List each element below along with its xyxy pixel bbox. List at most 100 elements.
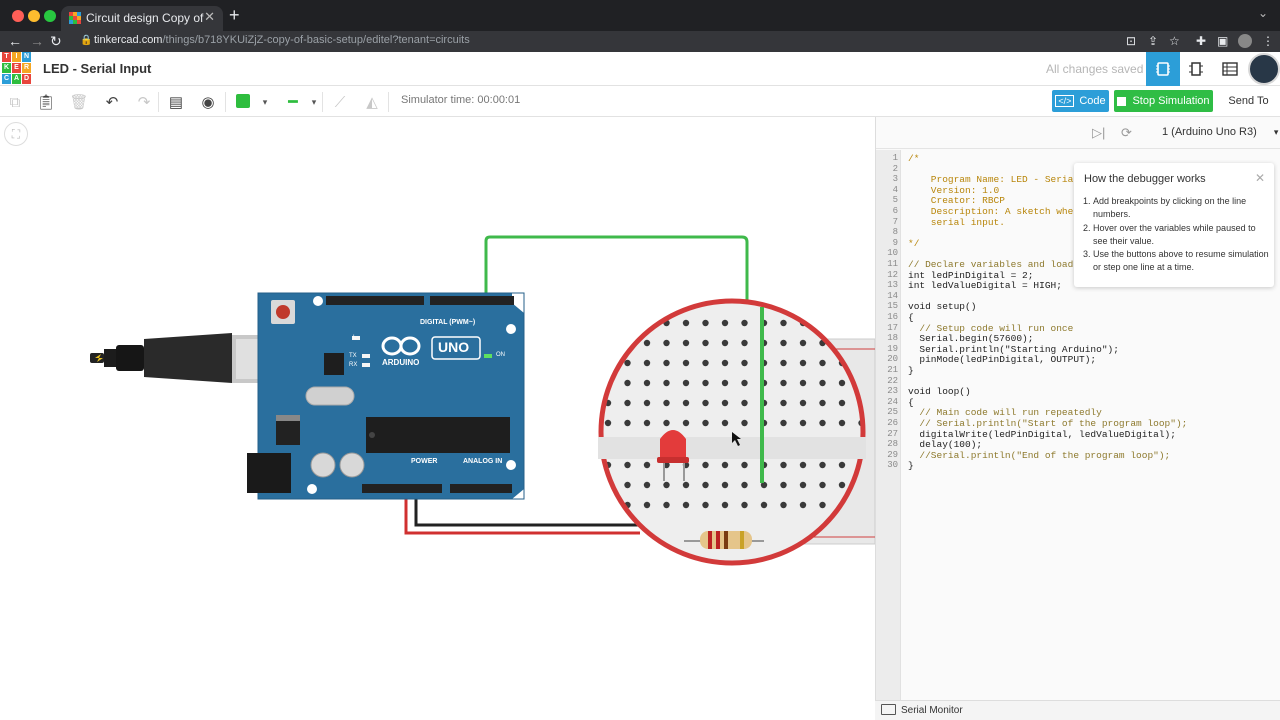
breadboard-hole[interactable] <box>702 399 709 407</box>
line-number[interactable]: 23 <box>887 386 898 397</box>
breadboard-hole[interactable] <box>838 419 846 427</box>
breadboard-hole[interactable] <box>663 379 670 387</box>
code-line[interactable]: { <box>908 312 914 323</box>
tinkercad-logo[interactable]: T I N K E R C A D <box>2 52 31 84</box>
paste-icon[interactable]: 📋︎ <box>36 94 56 111</box>
breadboard-hole[interactable] <box>604 339 612 347</box>
minimize-window-button[interactable] <box>28 10 40 22</box>
line-number[interactable]: 14 <box>887 290 898 301</box>
breadboard-hole[interactable] <box>780 399 787 407</box>
breadboard-hole[interactable] <box>819 481 826 489</box>
code-line[interactable]: /* <box>908 153 920 164</box>
line-number[interactable]: 9 <box>892 237 898 248</box>
tab-search-icon[interactable]: ⌄ <box>1257 6 1268 20</box>
code-line[interactable]: Program Name: LED - Serial <box>908 174 1080 186</box>
share-icon[interactable]: ⇪ <box>1148 34 1159 48</box>
red-wire[interactable] <box>404 489 640 535</box>
breadboard-hole[interactable] <box>702 461 709 469</box>
breadboard-hole[interactable] <box>663 339 670 347</box>
breadboard-hole[interactable] <box>741 319 748 327</box>
code-line[interactable]: digitalWrite(ledPinDigital, ledValueDigi… <box>908 428 1176 440</box>
code-line[interactable]: // Setup code will run once <box>908 322 1074 334</box>
line-number[interactable]: 2 <box>892 163 898 174</box>
breadboard-hole[interactable] <box>721 319 729 327</box>
breadboard-hole[interactable] <box>624 419 631 427</box>
line-number[interactable]: 3 <box>892 174 898 185</box>
breadboard-hole[interactable] <box>799 481 807 489</box>
reload-button[interactable]: ↻ <box>50 33 62 49</box>
breadboard-hole[interactable] <box>643 481 651 489</box>
step-over-icon[interactable]: ⟳ <box>1121 125 1132 140</box>
breadboard-hole[interactable] <box>760 501 768 509</box>
breadboard-hole[interactable] <box>760 379 768 387</box>
breadboard-hole[interactable] <box>780 419 787 427</box>
close-window-button[interactable] <box>12 10 24 22</box>
code-line[interactable]: Description: A sketch wher <box>908 206 1080 217</box>
breadboard-hole[interactable] <box>682 501 690 509</box>
breadboard-hole[interactable] <box>702 319 709 327</box>
breadboard-hole[interactable] <box>760 339 768 347</box>
breadboard-hole[interactable] <box>741 339 748 347</box>
breadboard-hole[interactable] <box>663 481 670 489</box>
breadboard-hole[interactable] <box>760 399 768 407</box>
breadboard-hole[interactable] <box>624 339 631 347</box>
breadboard-hole[interactable] <box>721 379 729 387</box>
code-line[interactable]: { <box>908 396 914 408</box>
breadboard-hole[interactable] <box>643 501 651 509</box>
breadboard-hole[interactable] <box>721 481 729 489</box>
breadboard-hole[interactable] <box>838 481 846 489</box>
line-number[interactable]: 30 <box>887 460 898 471</box>
breadboard-hole[interactable] <box>604 501 612 509</box>
line-number[interactable]: 6 <box>892 206 898 216</box>
line-number[interactable]: 21 <box>887 365 898 375</box>
extensions-icon[interactable]: ✚ <box>1196 34 1207 48</box>
forward-button[interactable]: → <box>30 33 44 49</box>
breadboard-hole[interactable] <box>682 339 690 347</box>
breadboard-hole[interactable] <box>682 359 690 367</box>
breadboard-hole[interactable] <box>682 461 690 469</box>
code-line[interactable]: // Declare variables and load <box>908 259 1074 270</box>
zoom-magnifier[interactable] <box>598 298 866 566</box>
send-to-button[interactable]: Send To <box>1228 95 1269 107</box>
code-line[interactable]: serial input. <box>908 216 1005 228</box>
breadboard-hole[interactable] <box>741 461 748 469</box>
breadboard-hole[interactable] <box>741 399 748 407</box>
notes-icon[interactable]: ▤ <box>168 94 184 111</box>
breadboard-hole[interactable] <box>819 461 826 469</box>
line-number[interactable]: 13 <box>887 280 898 291</box>
stop-simulation-button[interactable]: Stop Simulation <box>1114 90 1213 112</box>
line-number[interactable]: 1 <box>892 153 898 163</box>
wire-type-icon[interactable]: ━ <box>288 94 298 111</box>
line-number[interactable]: 5 <box>892 195 898 206</box>
breadboard-hole[interactable] <box>702 419 709 427</box>
breadboard-hole[interactable] <box>819 501 826 509</box>
breadboard-hole[interactable] <box>624 399 631 407</box>
line-number[interactable]: 25 <box>887 407 898 418</box>
breadboard-hole[interactable] <box>682 481 690 489</box>
serial-monitor-bar[interactable]: Serial Monitor <box>875 700 1280 720</box>
line-number[interactable]: 8 <box>892 227 898 238</box>
breadboard-hole[interactable] <box>780 501 787 509</box>
breadboard-hole[interactable] <box>819 379 826 387</box>
breadboard-hole[interactable] <box>702 379 709 387</box>
wire-dropdown-chevron-icon[interactable]: ▾ <box>311 96 317 107</box>
line-number[interactable]: 11 <box>887 259 898 269</box>
breadboard-hole[interactable] <box>604 359 612 367</box>
code-line[interactable]: void loop() <box>908 386 971 398</box>
line-number[interactable]: 26 <box>887 418 898 428</box>
breadboard-hole[interactable] <box>780 461 787 469</box>
breadboard-hole[interactable] <box>760 481 768 489</box>
breadboard-hole[interactable] <box>682 319 690 327</box>
rotate-icon[interactable]: ⟋ <box>334 93 346 111</box>
line-number[interactable]: 10 <box>887 248 898 259</box>
resume-debug-icon[interactable]: ▷| <box>1092 125 1106 140</box>
breadboard-hole[interactable] <box>643 359 651 367</box>
line-number[interactable]: 19 <box>887 343 898 354</box>
breadboard-hole[interactable] <box>819 419 826 427</box>
arduino-uno-board[interactable] <box>247 292 525 500</box>
breadboard-hole[interactable] <box>819 319 826 327</box>
breadboard-hole[interactable] <box>799 419 807 427</box>
breadboard-hole[interactable] <box>721 339 729 347</box>
tooltip-close-icon[interactable]: ✕ <box>1254 171 1265 185</box>
